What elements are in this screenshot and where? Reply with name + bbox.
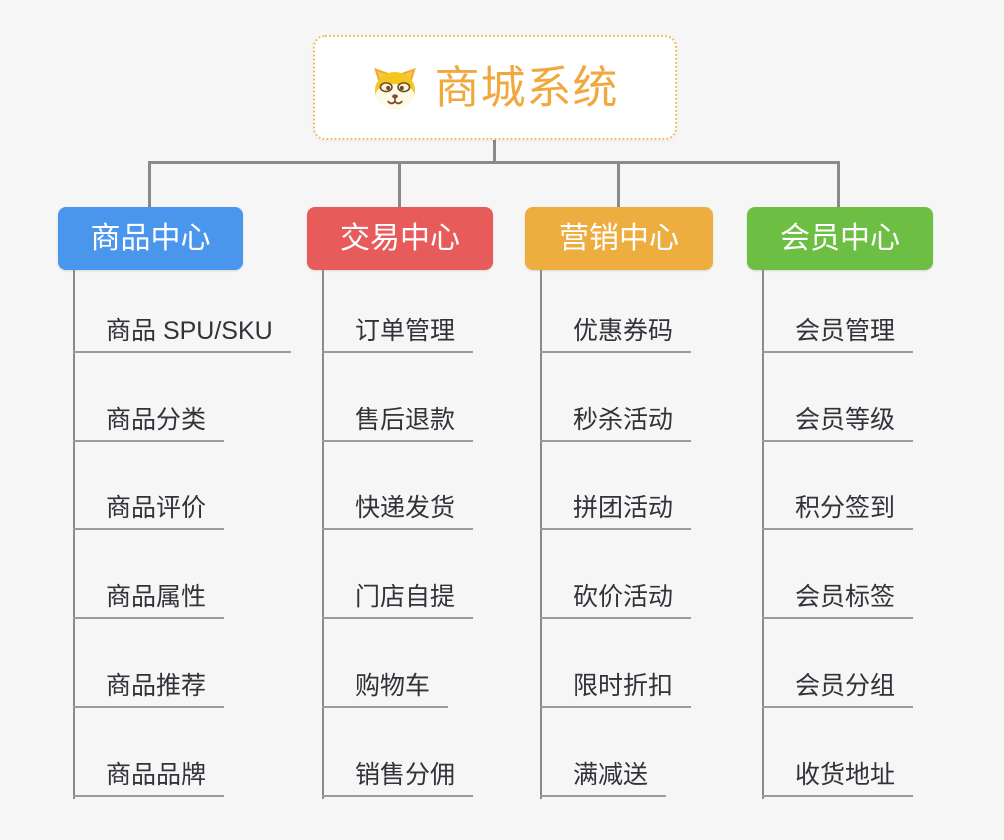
- connector-stub-trade: [398, 161, 401, 207]
- subtopic-node[interactable]: 会员管理: [762, 316, 914, 353]
- subtopic-node[interactable]: 快递发货: [322, 493, 474, 530]
- subtopic-node[interactable]: 售后退款: [322, 405, 474, 442]
- subtopic-node[interactable]: 购物车: [322, 671, 449, 708]
- subtopic-node[interactable]: 限时折扣: [540, 671, 692, 708]
- root-node-mall-system[interactable]: 商城系统: [313, 35, 677, 140]
- subtopic-node[interactable]: 满减送: [540, 760, 667, 797]
- branch-trade-center[interactable]: 交易中心: [307, 207, 493, 270]
- connector-root-stub: [493, 139, 496, 164]
- connector-stub-member: [837, 161, 840, 207]
- subtopic-node[interactable]: 商品评价: [73, 493, 225, 530]
- subtopic-node[interactable]: 拼团活动: [540, 493, 692, 530]
- root-node-title: 商城系统: [434, 62, 619, 113]
- subtopic-node[interactable]: 会员分组: [762, 671, 914, 708]
- subtopic-node[interactable]: 商品推荐: [73, 671, 225, 708]
- branch-product-center[interactable]: 商品中心: [58, 207, 243, 270]
- spine-trade-center: [322, 270, 324, 799]
- subtopic-node[interactable]: 商品品牌: [73, 760, 225, 797]
- subtopic-node[interactable]: 会员等级: [762, 405, 914, 442]
- spine-product-center: [73, 270, 75, 799]
- connector-horizontal: [148, 161, 840, 164]
- subtopic-node[interactable]: 会员标签: [762, 582, 914, 619]
- subtopic-node[interactable]: 商品分类: [73, 405, 225, 442]
- connector-stub-marketing: [617, 161, 620, 207]
- subtopic-node[interactable]: 积分签到: [762, 493, 914, 530]
- subtopic-node[interactable]: 销售分佣: [322, 760, 474, 797]
- branch-marketing-center[interactable]: 营销中心: [525, 207, 713, 270]
- spine-member-center: [762, 270, 764, 799]
- subtopic-node[interactable]: 秒杀活动: [540, 405, 692, 442]
- subtopic-node[interactable]: 优惠券码: [540, 316, 692, 353]
- subtopic-node[interactable]: 订单管理: [322, 316, 474, 353]
- subtopic-node[interactable]: 商品 SPU/SKU: [73, 316, 291, 353]
- spine-marketing-center: [540, 270, 542, 799]
- subtopic-node[interactable]: 收货地址: [762, 760, 914, 797]
- branch-member-center[interactable]: 会员中心: [747, 207, 933, 270]
- subtopic-node[interactable]: 门店自提: [322, 582, 474, 619]
- connector-stub-product: [148, 161, 151, 207]
- subtopic-node[interactable]: 砍价活动: [540, 582, 692, 619]
- subtopic-node[interactable]: 商品属性: [73, 582, 225, 619]
- dog-face-icon: [371, 65, 419, 111]
